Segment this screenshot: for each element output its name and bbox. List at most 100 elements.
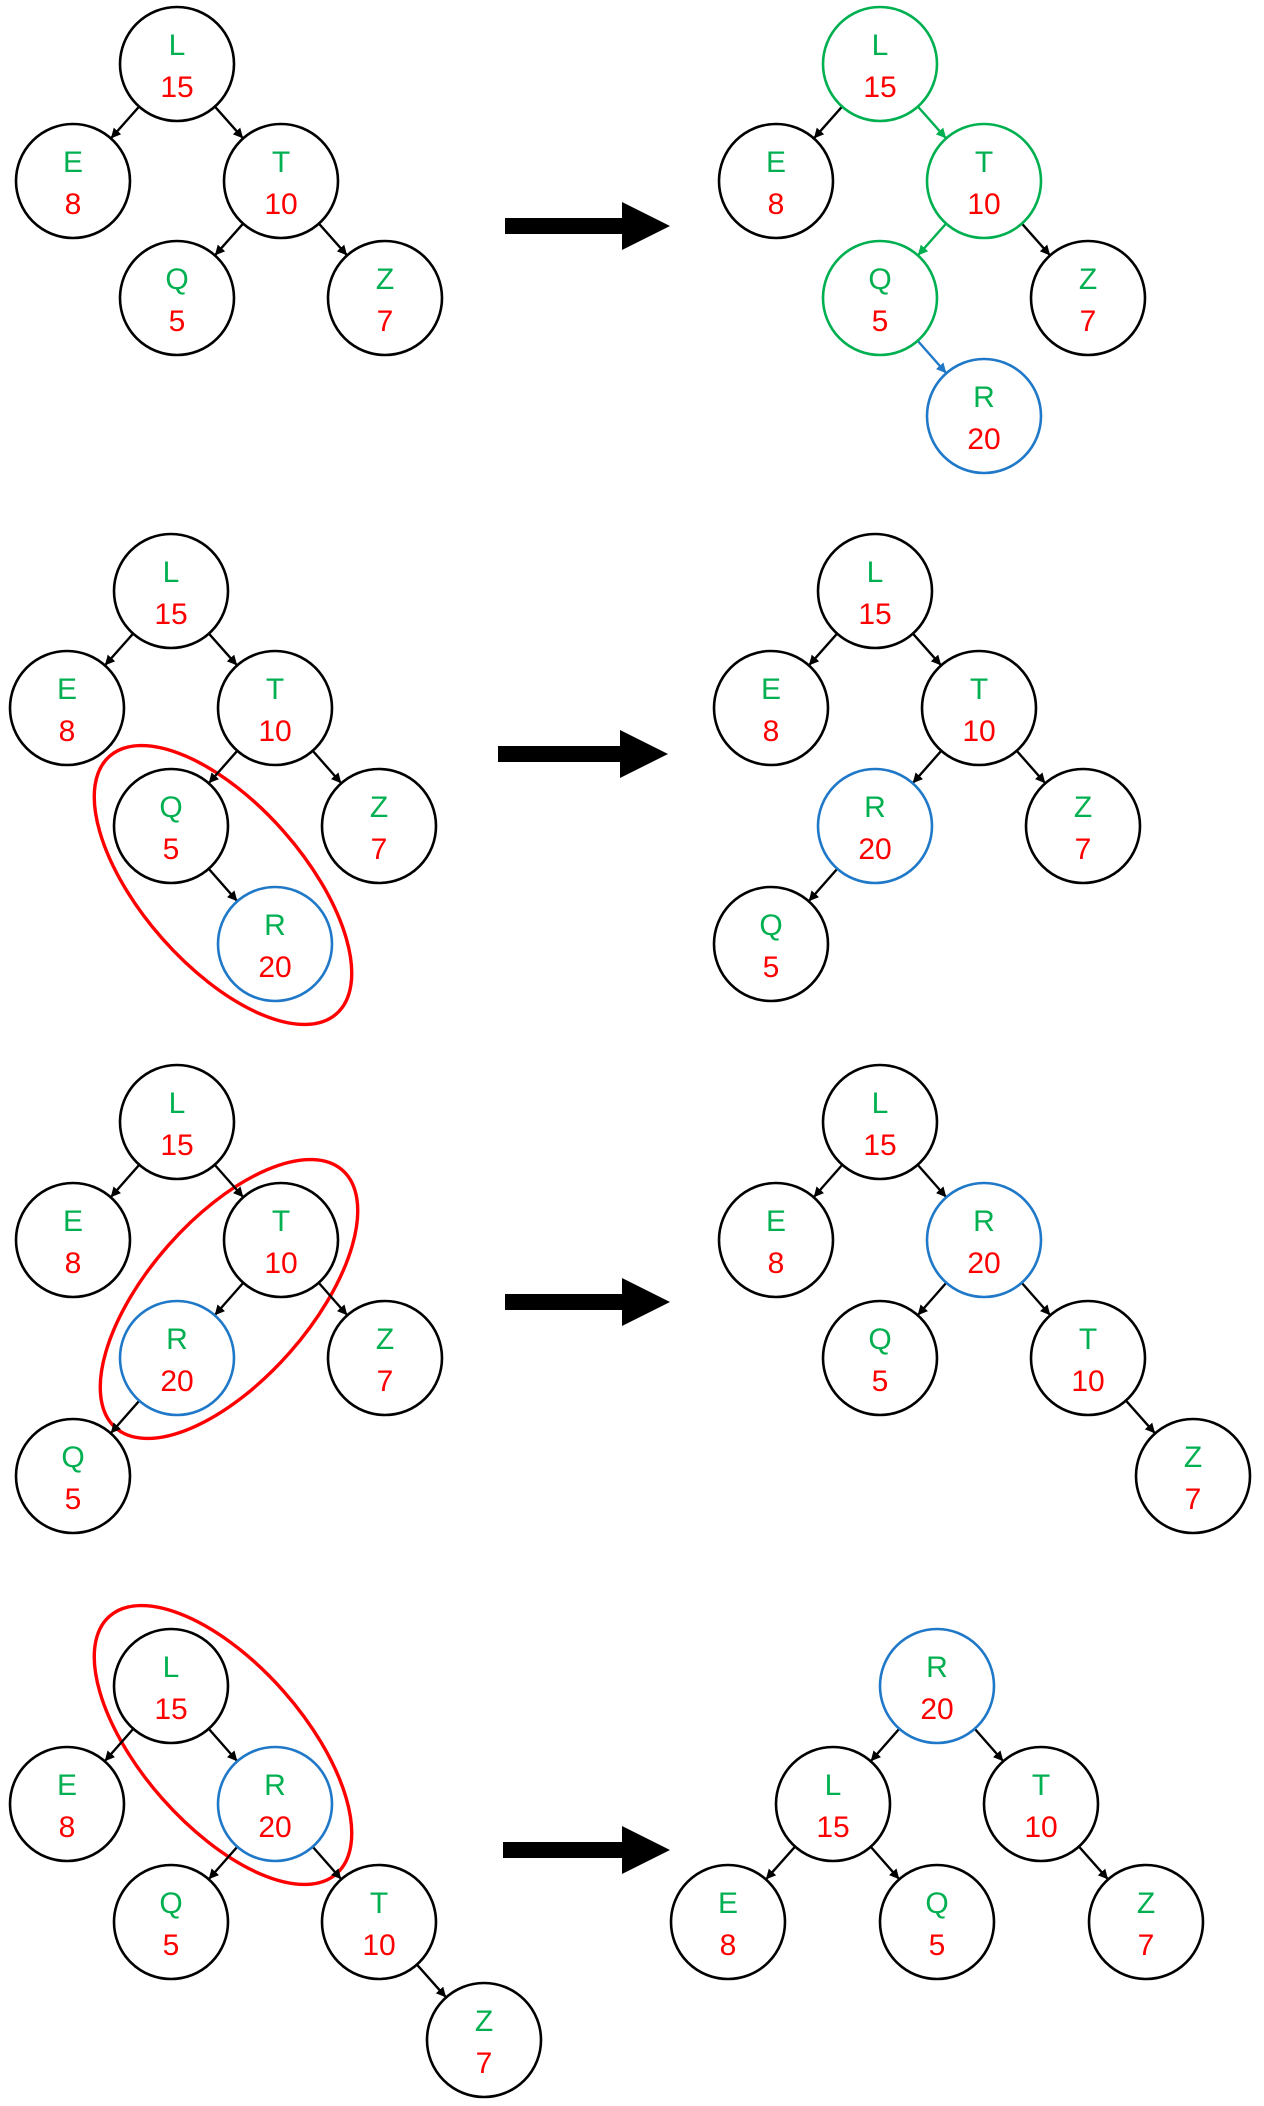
row2-before-node-T: T 10 [216,649,334,767]
row1-before-node-L-key: L [169,29,186,62]
row3-after-node-R-priority: 20 [967,1247,1000,1280]
transition-arrow-layer [498,202,670,1874]
row3-after-edge-R-T [1020,1281,1051,1316]
row2-after-node-E: E8 [712,649,830,767]
row2-after-node-Q-key: Q [759,909,782,942]
row2-before-node-L-circle [112,532,230,650]
row2-after-node-R-key: R [864,791,886,824]
row3-before-node-Z: Z7 [326,1299,444,1417]
row3-before-node-E-circle [14,1181,132,1299]
row4-before-node-R-priority: 20 [258,1811,291,1844]
row3-after-node-T: T10 [1029,1299,1147,1417]
row1-before-node-Q-priority: 5 [169,305,186,338]
row2-before-node-T-key: T [266,673,284,706]
row3-after-node-Z-priority: 7 [1185,1483,1202,1516]
row1-after-node-R: R20 [925,357,1043,475]
row3-before-node-E-key: E [63,1205,83,1238]
row1-after-node-E-key: E [766,146,786,179]
row1-after-edge-T-Z [1020,222,1051,256]
row1-transition-arrow [505,202,670,250]
row2-after-node-T: T 10 [920,649,1038,767]
row4-before-node-T-key: T [370,1887,388,1920]
row4-before-edge-T-Z [415,1963,447,1998]
row1-after-node-Q: Q5 [821,239,939,357]
row3-after-node-Z-circle [1134,1417,1252,1535]
row4-after-edge-T-Z [1077,1845,1109,1880]
row1-before-edge-T-Z [317,222,348,256]
row2-before-node-Q-circle [112,767,230,885]
row4-after-node-Q-circle [878,1863,996,1981]
row3-after-node-L-key: L [872,1087,889,1120]
row2-after-node-T-key: T [970,673,988,706]
row1-before-edge-L-E [110,105,141,139]
row1-before-node-E: E8 [14,122,132,240]
row3-before-node-Z-circle [326,1299,444,1417]
row3-before-node-Z-priority: 7 [377,1365,394,1398]
row1-before-node-L: L15 [118,5,236,123]
row1-after-node-Z-key: Z [1079,263,1097,296]
row1-before-node-L-circle [118,5,236,123]
row3-before-edge-L-T [213,1163,244,1198]
row2-before-node-Q-key: Q [159,791,182,824]
row1-before-node-Z-key: Z [376,263,394,296]
row2-after-edge-L-T [911,632,942,666]
row3-before-node-L-circle [118,1063,236,1181]
row2-after-node-Q: Q5 [712,885,830,1003]
row3-before-node-E-priority: 8 [65,1247,82,1280]
row1-after-node-E-circle [717,122,835,240]
row3-before-node-L-key: L [169,1087,186,1120]
row3-after-node-Q-circle [821,1299,939,1417]
row4-after-node-Z-circle [1087,1863,1205,1981]
row2-before-node-T-circle [216,649,334,767]
row3-before-node-R-key: R [166,1323,188,1356]
row3-after-node-T-priority: 10 [1071,1365,1104,1398]
row2-transition-arrow [498,730,668,778]
row4-before-edge-L-R [207,1727,238,1762]
row2-before-node-Q-priority: 5 [163,833,180,866]
row1-before-edge-L-T [213,105,244,139]
row4-before-node-Q-key: Q [159,1887,182,1920]
row4-after-node-R-circle [878,1627,996,1745]
row2-after-node-R-priority: 20 [858,833,891,866]
row2-before-node-R-key: R [264,909,286,942]
row1-after-node-E: E8 [717,122,835,240]
row2-before-edge-T-Q [208,749,239,784]
row3-after-edge-L-R [916,1163,947,1198]
row3-after-edge-L-E [813,1163,844,1198]
row1-before-node-E-circle [14,122,132,240]
row3-after-node-L: L15 [821,1063,939,1181]
row2-before-node-Z-key: Z [370,791,388,824]
row4-after-node-Z: Z7 [1087,1863,1205,1981]
row3-before-node-R-circle [118,1299,236,1417]
row3-before-edge-L-E [110,1163,141,1198]
row4-before-node-Z-priority: 7 [476,2047,493,2080]
row1-before-node-Q-key: Q [165,263,188,296]
row3-after-node-E: E8 [717,1181,835,1299]
row4-before-node-E: E8 [8,1745,126,1863]
row1-after-node-L: L15 [821,5,939,123]
row4-before-node-T: T10 [320,1863,438,1981]
row2-before-node-E-key: E [57,673,77,706]
row1-after-node-T-priority: 10 [967,188,1000,221]
row4-before-node-Q: Q5 [112,1863,230,1981]
row1-after-node-Z-priority: 7 [1080,305,1097,338]
row2-before-edge-L-T [207,632,238,666]
row4-before-node-E-key: E [57,1769,77,1802]
row1-after-node-E-priority: 8 [768,188,785,221]
row1-before-node-Q: Q5 [118,239,236,357]
row2-after-node-Z: Z7 [1024,767,1142,885]
row4-transition-arrow [503,1826,670,1874]
row2-after-node-L-key: L [867,556,884,589]
row2-after-node-L: L15 [816,532,934,650]
row4-after-node-Q-priority: 5 [929,1929,946,1962]
row2-before-node-T-priority: 10 [258,715,291,748]
row4-before-node-Z-key: Z [475,2005,493,2038]
row4-before-node-Z: Z7 [425,1981,543,2099]
row3-after-node-Q-key: Q [868,1323,891,1356]
row2-after-node-T-priority: 10 [962,715,995,748]
row4-after-node-T-key: T [1032,1769,1050,1802]
row4-after-node-E-key: E [718,1887,738,1920]
row4-before-node-Z-circle [425,1981,543,2099]
row3-before-node-Q: Q5 [14,1417,132,1535]
row4-before-node-Q-circle [112,1863,230,1981]
